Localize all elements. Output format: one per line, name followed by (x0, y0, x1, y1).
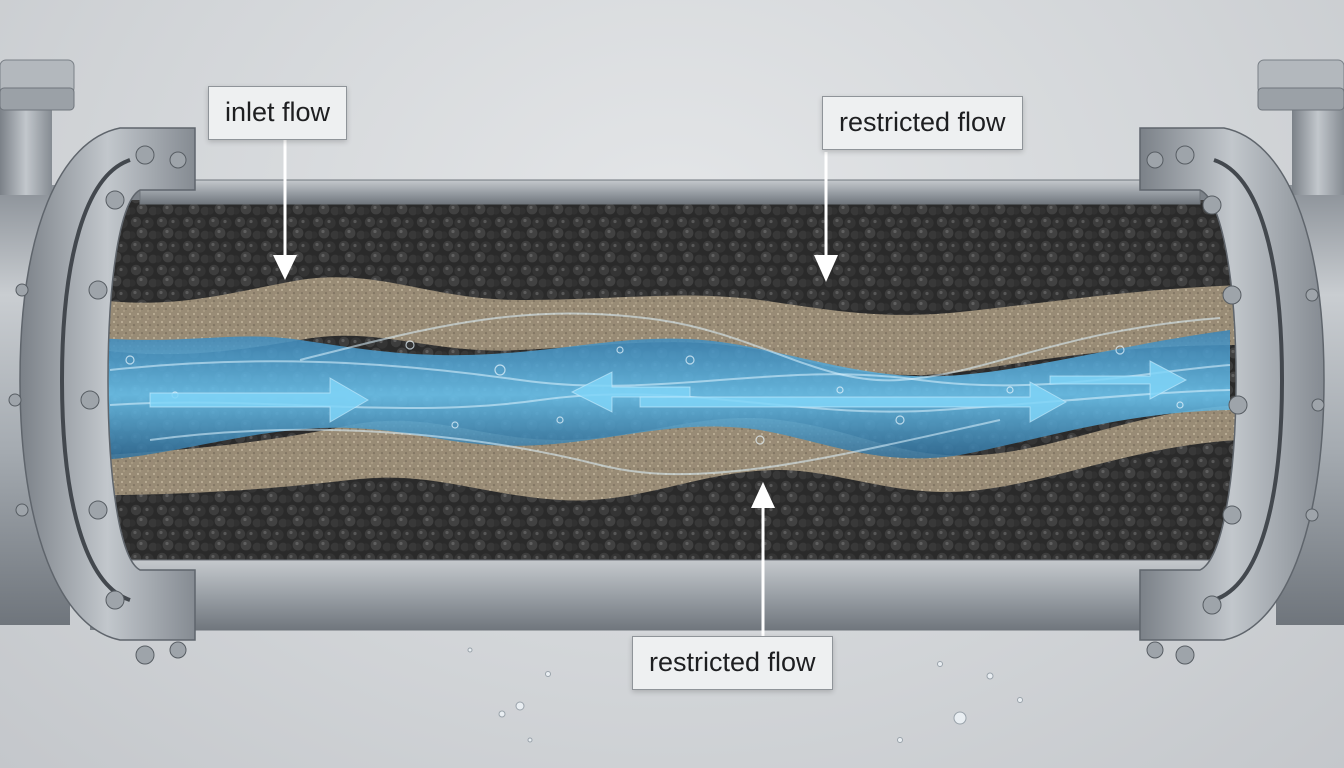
inlet-flow-label: inlet flow (208, 86, 347, 140)
restricted-flow-label-top: restricted flow (822, 96, 1023, 150)
top-rail (140, 180, 1200, 204)
bottom-rail (120, 560, 1210, 630)
restricted-flow-label-bottom: restricted flow (632, 636, 833, 690)
